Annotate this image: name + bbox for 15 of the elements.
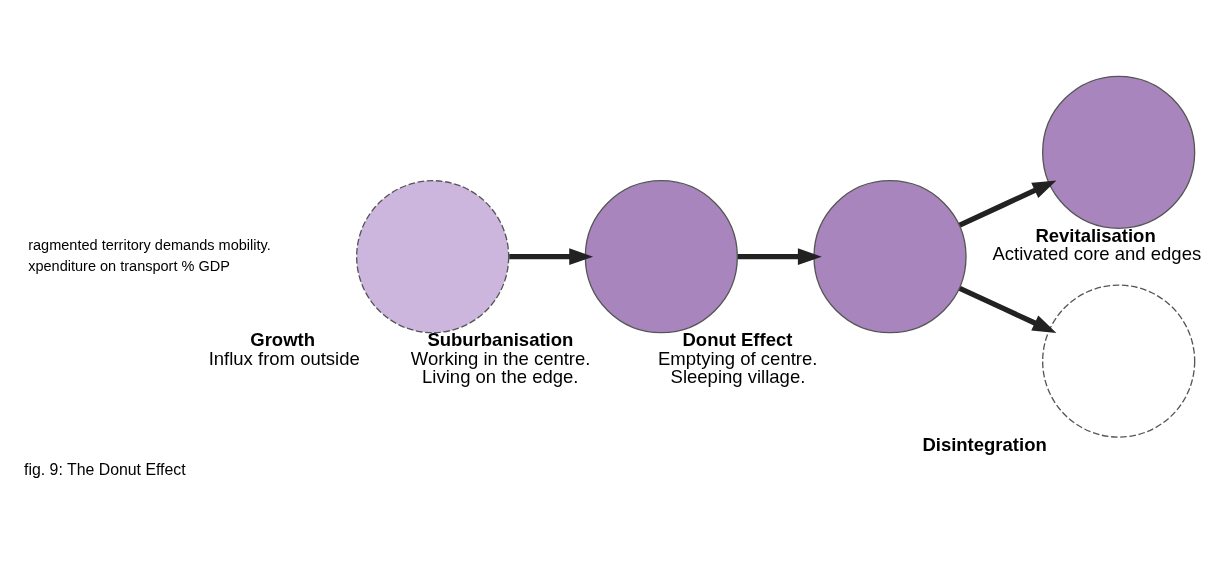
node-label: Revitalisation — [1035, 224, 1156, 246]
arrow — [509, 248, 594, 266]
node-label: Activated core and edges — [992, 243, 1202, 265]
node-circle — [1042, 284, 1196, 438]
node-circle — [356, 180, 510, 334]
label: ragmented territory demands mobility. — [28, 236, 271, 253]
caption: fig. 9: The Donut Effect — [24, 460, 186, 478]
arrow — [958, 285, 1057, 333]
label: xpenditure on transport % GDP — [28, 257, 230, 274]
arrow — [958, 180, 1057, 228]
node-circle — [813, 180, 967, 334]
node-circle — [584, 180, 738, 334]
node-circle — [1042, 75, 1196, 229]
arrow — [737, 248, 822, 266]
node-label: Disintegration — [922, 433, 1047, 455]
